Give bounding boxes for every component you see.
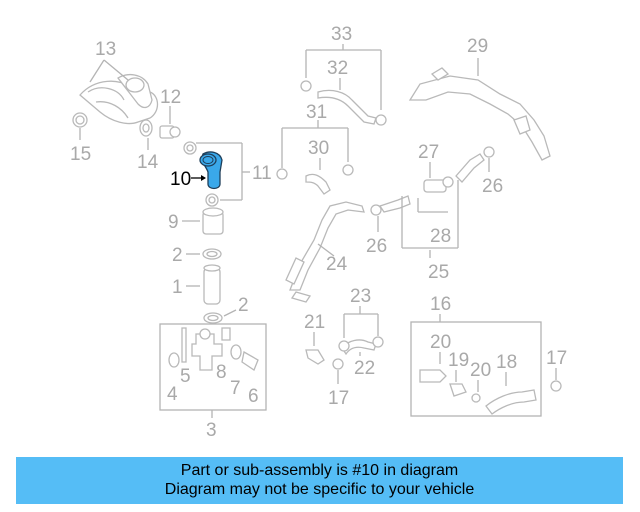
part-29-pipe-bracket[interactable] — [408, 67, 551, 161]
leader-10-arrow — [201, 175, 206, 181]
part-32-pipe[interactable] — [317, 89, 377, 125]
leader-2b — [223, 309, 237, 317]
leader-24 — [317, 243, 335, 257]
part-20-hose-a[interactable] — [419, 369, 447, 383]
part-31-clamp-right[interactable] — [342, 164, 354, 176]
callout-6[interactable]: 6 — [248, 386, 259, 407]
callout-28[interactable]: 28 — [430, 226, 451, 247]
part-13-intake-pipe[interactable] — [79, 73, 159, 125]
callout-32[interactable]: 32 — [327, 58, 348, 79]
part-hose-left-connector[interactable] — [370, 195, 411, 216]
callout-22[interactable]: 22 — [354, 358, 375, 379]
part-33-clamp-left[interactable] — [300, 80, 312, 92]
callout-31[interactable]: 31 — [306, 102, 327, 123]
callout-24[interactable]: 24 — [326, 254, 348, 275]
callout-26a[interactable]: 26 — [482, 176, 503, 197]
callout-7[interactable]: 7 — [230, 378, 241, 399]
banner-line-1: Part or sub-assembly is #10 in diagram — [180, 462, 459, 479]
callout-5[interactable]: 5 — [180, 366, 191, 387]
part-18-hose[interactable] — [485, 389, 537, 415]
callout-3[interactable]: 3 — [206, 420, 217, 441]
callout-20a[interactable]: 20 — [430, 332, 451, 353]
callout-23[interactable]: 23 — [350, 286, 371, 307]
callout-33[interactable]: 33 — [331, 24, 352, 45]
callout-20b[interactable]: 20 — [470, 360, 491, 381]
part-2-clamp-upper[interactable] — [202, 248, 222, 260]
callout-4[interactable]: 4 — [167, 384, 178, 405]
part-11-clamp-top[interactable] — [183, 141, 197, 155]
callout-15[interactable]: 15 — [70, 144, 91, 165]
part-hose-upper-right[interactable] — [455, 153, 485, 183]
part-8-clip[interactable] — [221, 327, 231, 341]
part-17-clamp-right[interactable] — [550, 380, 562, 392]
part-10-hose[interactable] — [199, 151, 223, 190]
callout-14[interactable]: 14 — [137, 152, 159, 173]
callout-21[interactable]: 21 — [304, 312, 325, 333]
callout-9[interactable]: 9 — [168, 212, 179, 233]
callout-2b[interactable]: 2 — [238, 295, 249, 316]
box-16 — [410, 321, 542, 417]
leader-13b — [103, 59, 129, 81]
part-26-clamp-upper[interactable] — [483, 146, 495, 158]
part-9-fitting[interactable] — [202, 207, 224, 235]
part-2-clamp-lower[interactable] — [203, 312, 223, 324]
part-33-clamp-right[interactable] — [375, 114, 387, 126]
part-20-clamp-b[interactable] — [471, 393, 481, 403]
part-12-fitting[interactable] — [159, 125, 181, 139]
callout-8[interactable]: 8 — [216, 362, 227, 383]
callout-11[interactable]: 11 — [252, 163, 272, 184]
part-14-clamp[interactable] — [139, 119, 153, 137]
part-23-hose[interactable] — [338, 336, 384, 356]
part-6-sensor[interactable] — [241, 350, 259, 371]
part-31-clamp-left[interactable] — [276, 168, 288, 180]
info-banner: Part or sub-assembly is #10 in diagram D… — [16, 457, 623, 504]
part-3-thermostat-housing[interactable] — [191, 328, 223, 371]
callout-19[interactable]: 19 — [448, 350, 469, 371]
callout-30[interactable]: 30 — [308, 138, 329, 159]
part-27-fitting[interactable] — [423, 176, 454, 193]
part-30-hose[interactable] — [305, 173, 331, 195]
callout-13[interactable]: 13 — [95, 39, 116, 60]
part-15-clamp[interactable] — [72, 112, 88, 128]
part-19-fitting[interactable] — [449, 383, 467, 397]
callout-10[interactable]: 10 — [170, 169, 191, 190]
callout-16[interactable]: 16 — [430, 294, 451, 315]
part-21-sensor[interactable] — [305, 349, 325, 365]
part-4-washer[interactable] — [168, 352, 180, 368]
part-1-hose[interactable] — [203, 264, 221, 305]
callout-1[interactable]: 1 — [172, 277, 183, 298]
box-3 — [159, 323, 267, 411]
callout-2a[interactable]: 2 — [172, 245, 183, 266]
callout-25[interactable]: 25 — [428, 262, 449, 283]
part-17-clamp-left[interactable] — [332, 358, 344, 370]
parts-diagram: 13 12 14 15 11 10 9 — [70, 24, 567, 441]
callout-18[interactable]: 18 — [496, 352, 517, 373]
callout-12[interactable]: 12 — [160, 87, 181, 108]
callout-17b[interactable]: 17 — [546, 348, 567, 369]
part-24-pipe[interactable] — [285, 201, 365, 303]
callout-29[interactable]: 29 — [467, 36, 488, 57]
callout-26b[interactable]: 26 — [366, 236, 387, 257]
callout-17a[interactable]: 17 — [328, 388, 349, 409]
banner-line-2: Diagram may not be specific to your vehi… — [164, 481, 475, 498]
callout-27[interactable]: 27 — [418, 142, 439, 163]
leader-13a — [89, 59, 105, 83]
part-5-bolt[interactable] — [181, 327, 187, 363]
part-7-gasket[interactable] — [230, 344, 242, 360]
part-11-clamp-bottom[interactable] — [205, 193, 219, 207]
